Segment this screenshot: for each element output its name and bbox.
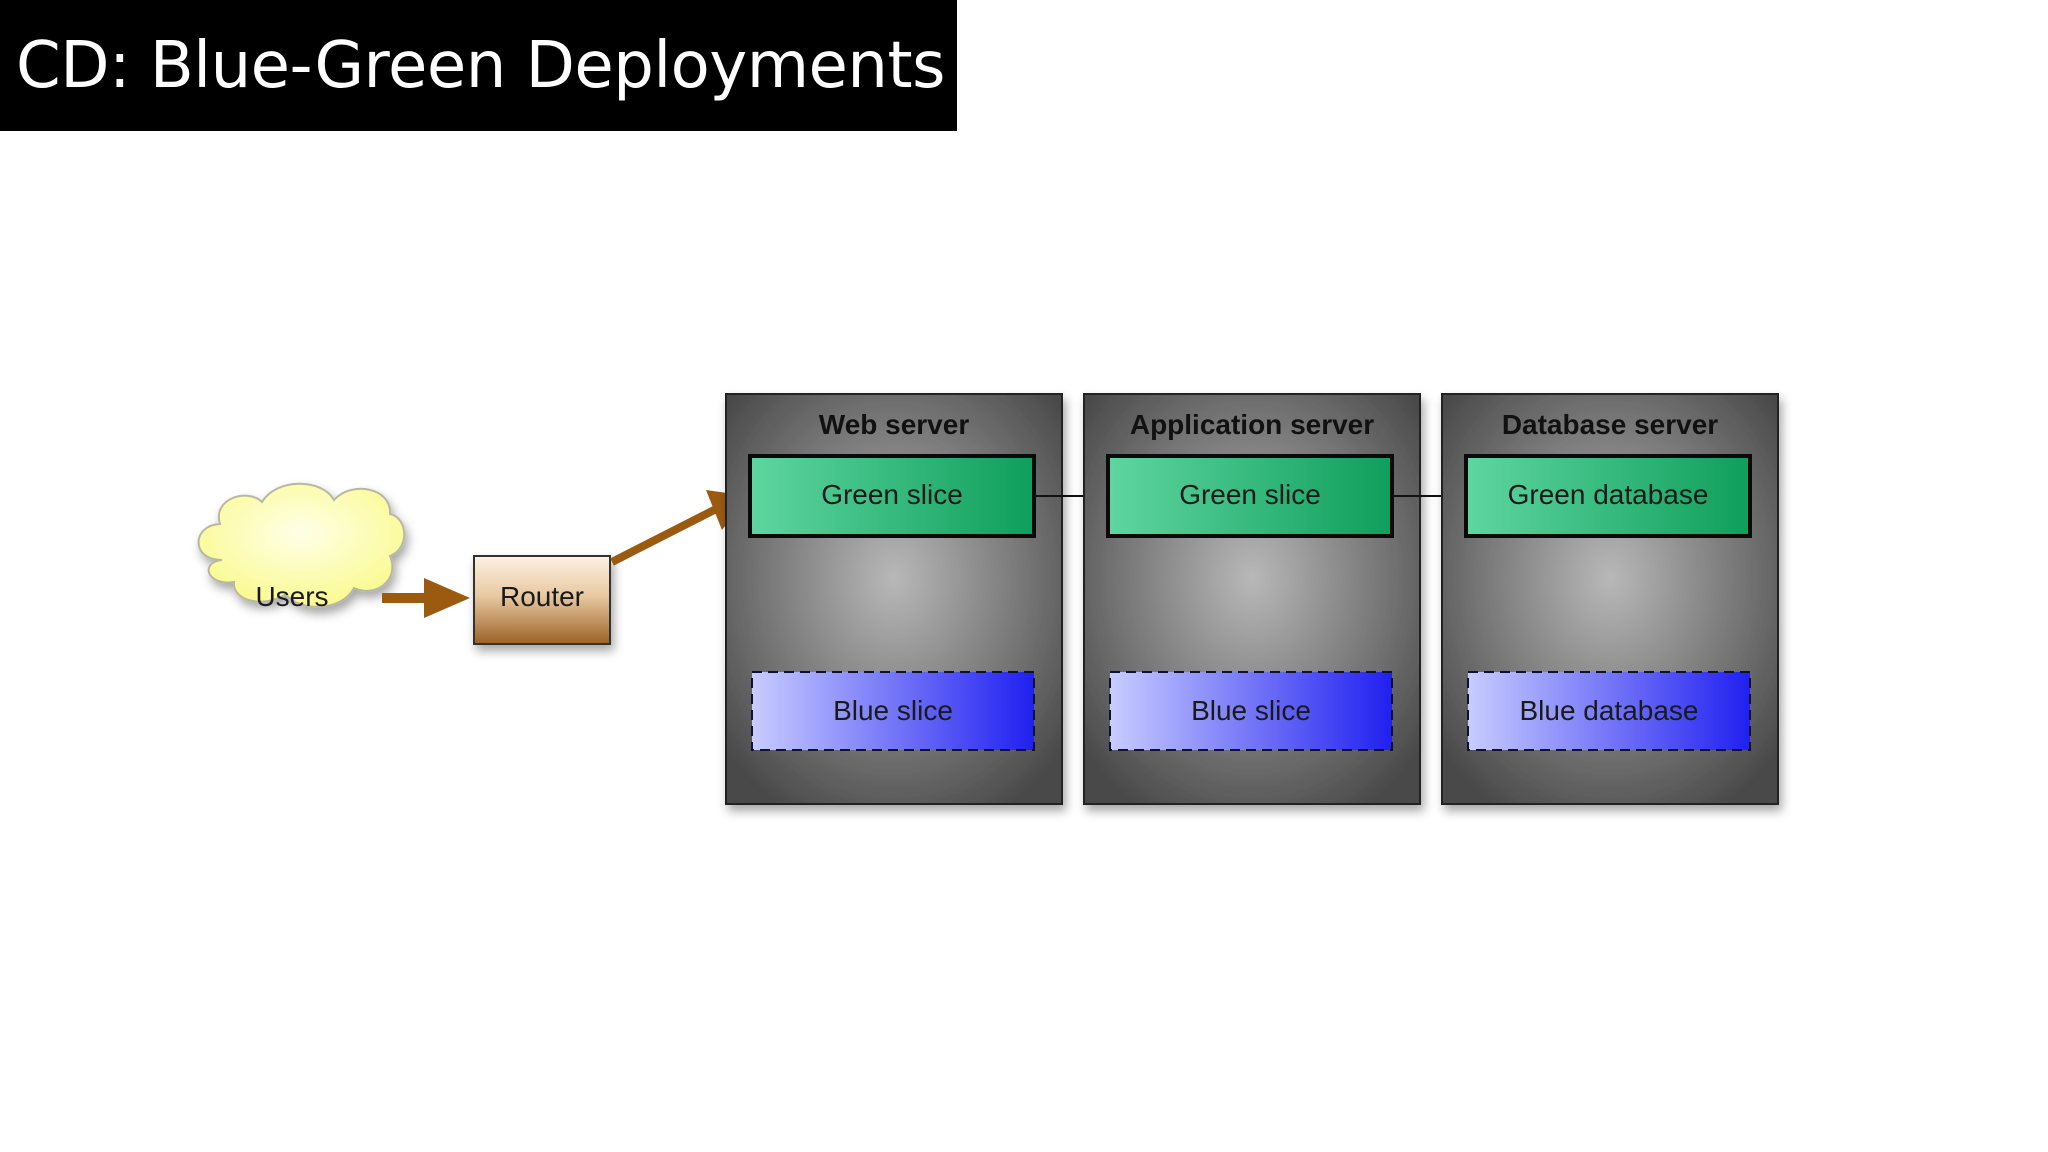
users-label: Users: [255, 581, 328, 612]
database-server-tier: Database server Green database Blue data…: [1441, 393, 1779, 805]
blue-database: [1467, 671, 1751, 751]
database-server-header: Database server: [1502, 409, 1718, 440]
router-node: [473, 555, 611, 645]
green-database-label: Green database: [1508, 479, 1709, 510]
app-blue-slice: [1109, 671, 1393, 751]
web-green-slice: [748, 454, 1036, 538]
app-blue-slice-label: Blue slice: [1191, 695, 1311, 726]
green-database: [1464, 454, 1752, 538]
app-green-slice-label: Green slice: [1179, 479, 1321, 510]
users-to-router-arrow: [382, 578, 470, 618]
users-cloud: [197, 482, 406, 608]
web-green-slice-label: Green slice: [821, 479, 963, 510]
application-server-header: Application server: [1130, 409, 1374, 440]
web-server-header: Web server: [819, 409, 970, 440]
cloud-shape: [197, 482, 406, 608]
web-server-tier: Web server Green slice Blue slice: [725, 393, 1063, 805]
app-green-slice: [1106, 454, 1394, 538]
application-server-tier: Application server Green slice Blue slic…: [1083, 393, 1421, 805]
web-blue-slice-label: Blue slice: [833, 695, 953, 726]
slide-title: CD: Blue-Green Deployments: [16, 29, 945, 103]
title-bar: CD: Blue-Green Deployments: [0, 0, 957, 131]
blue-database-label: Blue database: [1519, 695, 1698, 726]
web-blue-slice: [751, 671, 1035, 751]
router-label: Router: [500, 581, 584, 612]
